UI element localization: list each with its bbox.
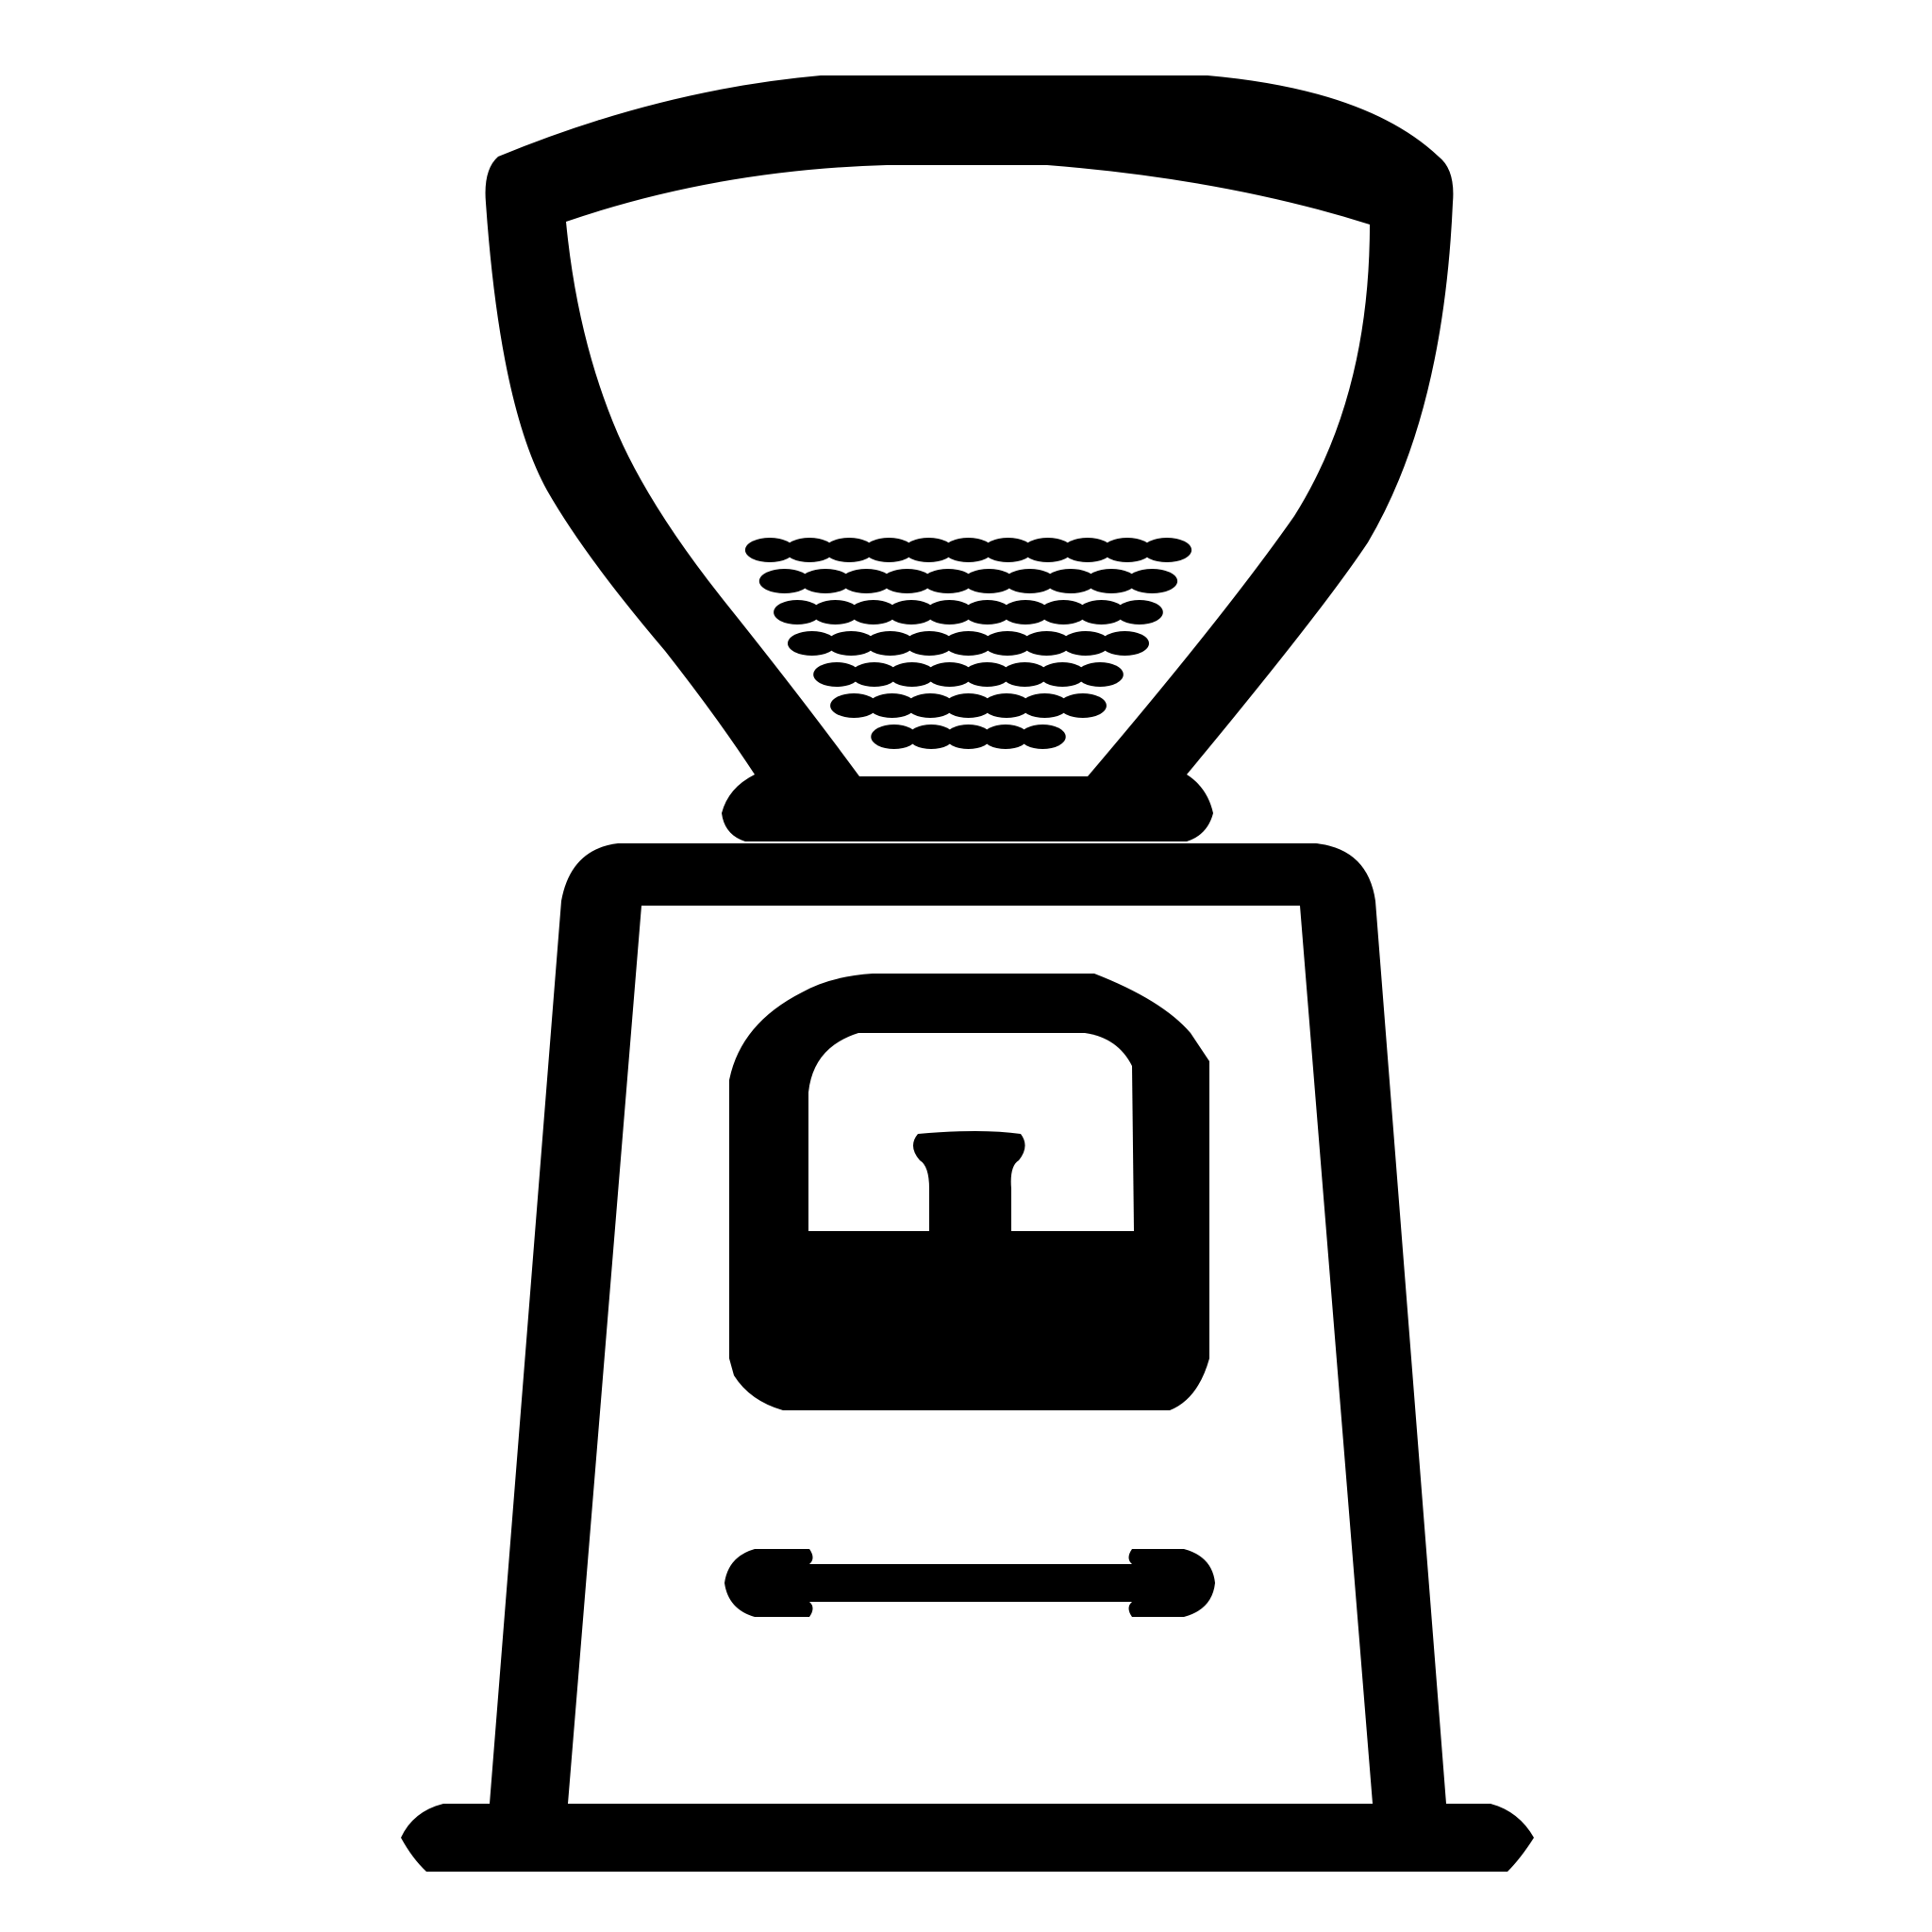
coffee-bean (908, 724, 955, 749)
coffee-bean (907, 693, 955, 718)
grinder-spout (912, 1131, 1025, 1236)
coffee-bean (824, 538, 874, 562)
coffee-bean (943, 538, 993, 562)
coffee-bean (841, 569, 892, 593)
coffee-bean (963, 662, 1011, 687)
coffee-bean (1023, 538, 1073, 562)
coffee-bean (881, 569, 933, 593)
grinder-handle (724, 1549, 1215, 1617)
coffee-bean (1086, 569, 1137, 593)
coffee-bean (811, 600, 859, 625)
coffee-bean (943, 631, 993, 656)
coffee-bean (865, 631, 915, 656)
coffee-bean (1100, 631, 1150, 656)
coffee-bean (1058, 693, 1107, 718)
coffee-bean (1022, 631, 1072, 656)
coffee-bean (1076, 662, 1124, 687)
coffee-bean (1040, 600, 1088, 625)
coffee-bean (864, 538, 914, 562)
coffee-bean (905, 631, 954, 656)
coffee-bean (1002, 600, 1049, 625)
hopper-window (566, 165, 1370, 776)
coffee-bean (1061, 631, 1110, 656)
coffee-bean (1021, 693, 1069, 718)
coffee-bean (871, 724, 918, 749)
coffee-bean (944, 693, 992, 718)
coffee-bean (1062, 538, 1112, 562)
coffee-bean (1001, 662, 1049, 687)
coffee-bean (774, 600, 822, 625)
coffee-bean (963, 569, 1014, 593)
coffee-bean (785, 538, 835, 562)
coffee-bean (1102, 538, 1152, 562)
coffee-bean (983, 538, 1033, 562)
coffee-bean (982, 693, 1030, 718)
coffee-bean (849, 600, 897, 625)
coffee-bean (904, 538, 954, 562)
coffee-bean (830, 693, 878, 718)
coffee-bean (923, 569, 974, 593)
coffee-bean (1077, 600, 1125, 625)
coffee-bean (868, 693, 916, 718)
coffee-bean (1039, 662, 1086, 687)
coffee-bean (888, 600, 935, 625)
coffee-bean (925, 662, 974, 687)
coffee-bean (800, 569, 851, 593)
coffee-bean (851, 662, 898, 687)
coffee-bean (925, 600, 974, 625)
coffee-bean (1141, 538, 1192, 562)
coffee-bean (813, 662, 860, 687)
coffee-bean (1126, 569, 1178, 593)
coffee-bean (1045, 569, 1096, 593)
coffee-bean (744, 538, 795, 562)
coffee-bean (963, 600, 1011, 625)
coffee-bean (945, 724, 991, 749)
coffee-bean (758, 569, 810, 593)
coffee-bean (1004, 569, 1056, 593)
coffee-bean (1019, 724, 1066, 749)
coffee-bean (1115, 600, 1163, 625)
coffee-bean (982, 724, 1029, 749)
coffee-bean (983, 631, 1032, 656)
coffee-bean (889, 662, 936, 687)
coffee-bean (826, 631, 875, 656)
coffee-bean (788, 631, 837, 656)
coffee-beans (744, 538, 1192, 749)
